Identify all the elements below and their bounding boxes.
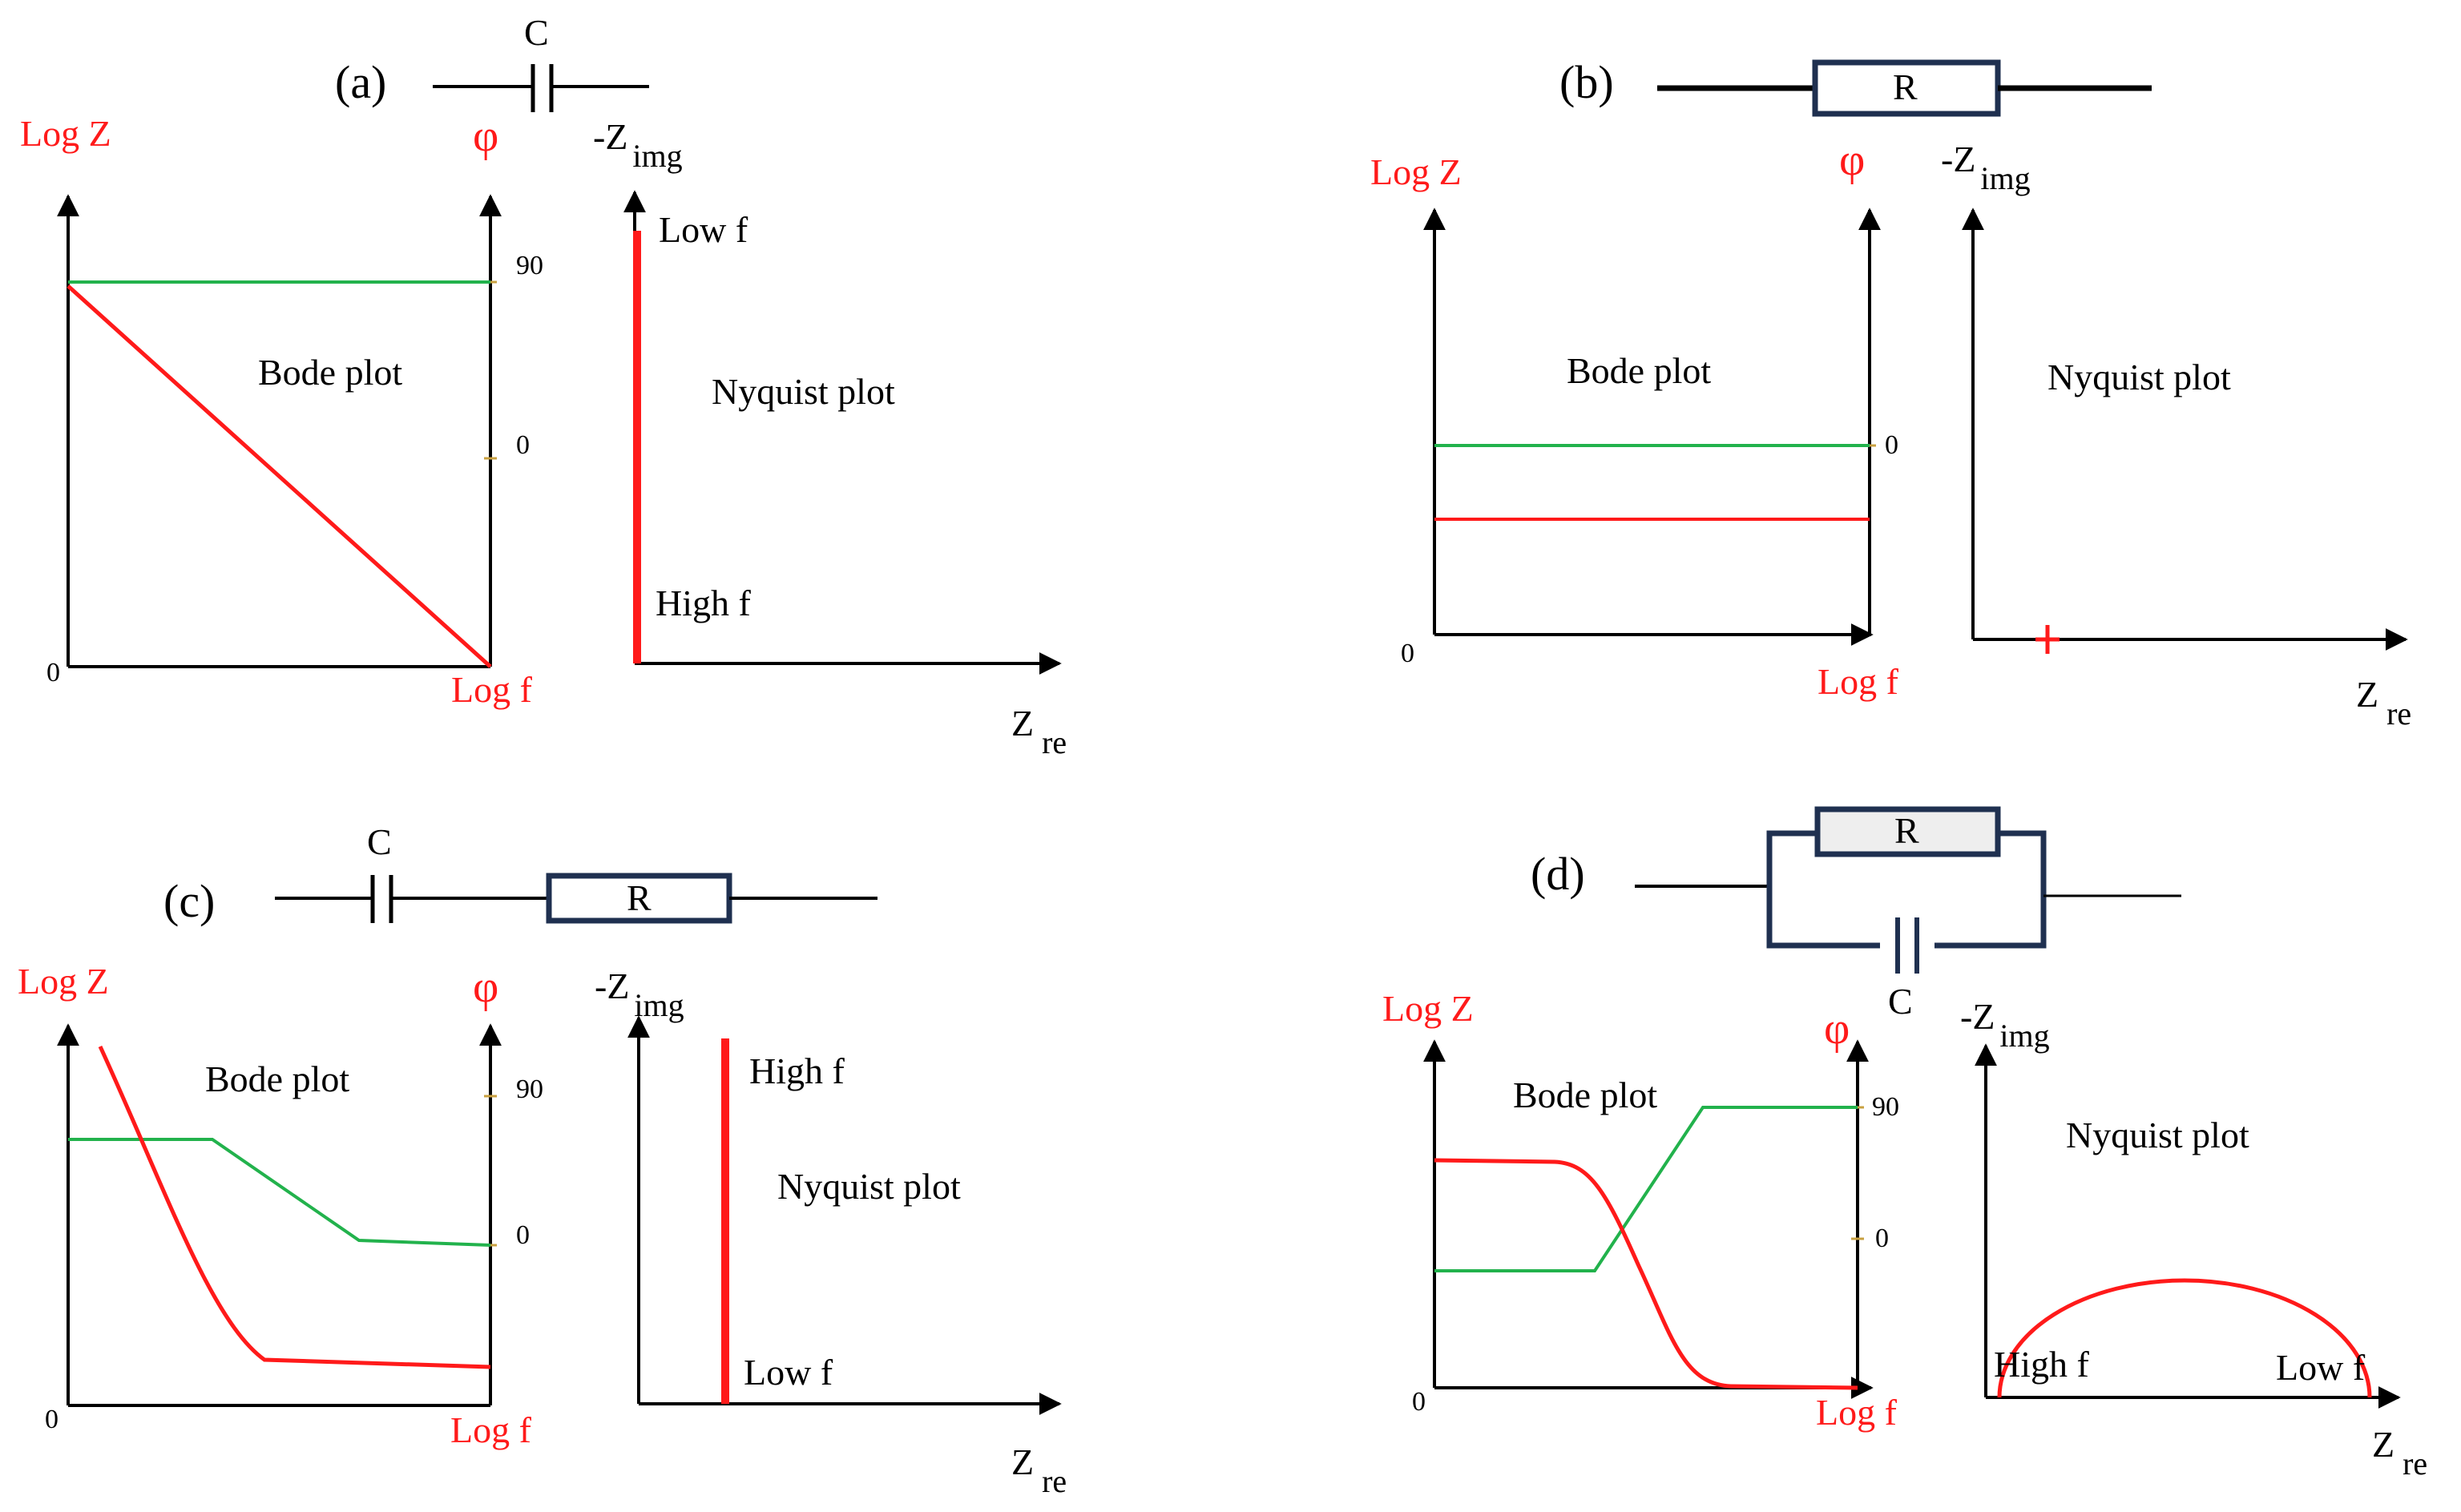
panel-b-circuit: R — [1657, 59, 2152, 117]
panel-a-circuit: C — [433, 12, 649, 112]
impedance-curve — [98, 1045, 491, 1369]
tick-0-label: 0 — [516, 430, 530, 460]
bode-title: Bode plot — [205, 1058, 349, 1099]
y-left-label: Log Z — [20, 113, 111, 154]
phi-label: φ — [1824, 1004, 1850, 1054]
left-label: High f — [1994, 1344, 2090, 1385]
tick-0-label: 0 — [1885, 430, 1898, 460]
nyquist-title: Nyquist plot — [777, 1166, 961, 1207]
tick-90-label: 90 — [516, 251, 543, 280]
panel-a-label: (a) — [335, 56, 386, 108]
nyquist-title: Nyquist plot — [712, 371, 895, 412]
origin-label: 0 — [46, 658, 60, 687]
panel-c: (c) C R Log Z φ Bode plot 90 0 0 Log f — [18, 821, 1067, 1499]
panel-b-bode: Log Z φ Bode plot 0 0 Log f — [1370, 135, 1899, 702]
resistor — [546, 873, 732, 924]
nyquist-curve — [1997, 1278, 2372, 1398]
x-label: Log f — [450, 1409, 532, 1450]
tick-0-label: 0 — [1875, 1224, 1889, 1253]
y-left-label: Log Z — [1382, 988, 1474, 1029]
phase-curve — [1434, 1106, 1858, 1272]
y-left-label: Log Z — [1370, 151, 1462, 192]
resistor-label: R — [627, 877, 652, 918]
origin-label: 0 — [45, 1405, 58, 1434]
phi-label: φ — [473, 111, 498, 161]
panel-d-circuit: R C — [1635, 806, 2181, 1022]
y-left-label: Log Z — [18, 961, 109, 1002]
origin-label: 0 — [1412, 1387, 1426, 1417]
panel-d-label: (d) — [1531, 848, 1585, 900]
x-label: Log f — [1816, 1392, 1898, 1433]
tick-90-label: 90 — [516, 1075, 543, 1104]
panel-c-circuit: C R — [275, 821, 877, 924]
x-label: Log f — [1818, 661, 1899, 702]
panel-a-bode: Log Z φ Bode plot 90 0 0 Log f — [20, 111, 543, 710]
impedance-curve — [1434, 1158, 1858, 1390]
nyquist-title: Nyquist plot — [2066, 1115, 2249, 1155]
bottom-label: High f — [656, 583, 752, 623]
panel-b-label: (b) — [1559, 56, 1614, 108]
resistor — [1814, 806, 2001, 857]
panel-c-bode: Log Z φ Bode plot 90 0 0 Log f — [18, 961, 543, 1450]
resistor-label: R — [1893, 67, 1918, 107]
nyquist-title: Nyquist plot — [2047, 357, 2231, 397]
phi-label: φ — [473, 962, 498, 1012]
panel-a: (a) C Log Z φ Bode plot 90 0 0 Log f — [20, 12, 1067, 760]
origin-label: 0 — [1401, 639, 1414, 668]
panel-c-label: (c) — [163, 875, 215, 927]
panel-b: (b) R Log Z φ Bode plot 0 0 Log f -Z — [1370, 56, 2411, 732]
x-label: Log f — [451, 669, 533, 710]
capacitor-label: C — [524, 12, 549, 53]
bode-title: Bode plot — [1513, 1075, 1657, 1115]
capacitor-label: C — [1888, 981, 1913, 1022]
panel-d-bode: Log Z φ Bode plot 90 0 0 Log f — [1382, 988, 1899, 1433]
bottom-label: Low f — [744, 1352, 833, 1393]
bode-title: Bode plot — [258, 352, 402, 393]
bode-title: Bode plot — [1567, 350, 1711, 391]
resistor-label: R — [1894, 810, 1919, 851]
panel-d: (d) R C Log Z φ Bode plot 90 0 0 — [1382, 806, 2427, 1482]
tick-0-label: 0 — [516, 1220, 530, 1250]
top-label: High f — [749, 1050, 845, 1091]
capacitor-label: C — [367, 821, 392, 862]
phase-curve — [68, 1138, 491, 1247]
right-label: Low f — [2276, 1347, 2366, 1388]
top-label: Low f — [659, 209, 748, 250]
tick-90-label: 90 — [1872, 1092, 1899, 1122]
impedance-curve — [67, 284, 492, 668]
phi-label: φ — [1839, 135, 1865, 185]
